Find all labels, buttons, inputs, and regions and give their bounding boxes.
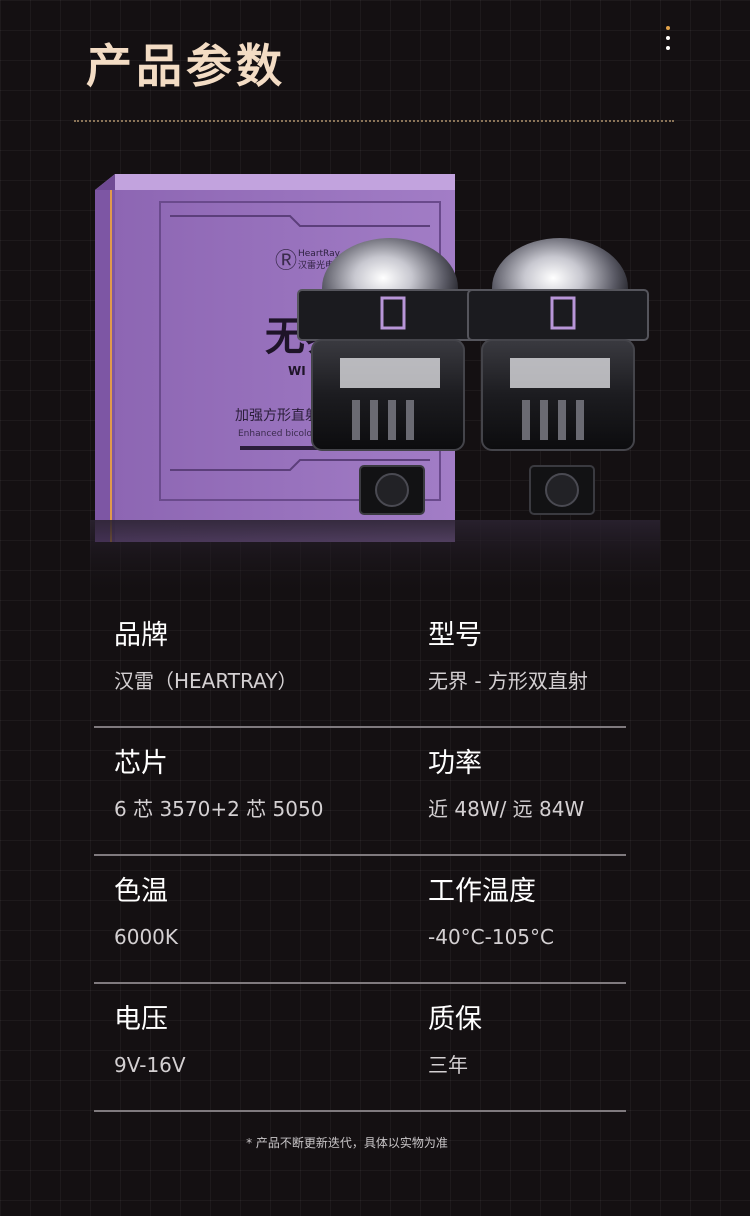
spec-value: 无界 - 方形双直射 [428, 669, 588, 693]
product-image: Ⓡ HeartRay 汉雷光电 无界 WI 加强方形直射 Enhanced bi… [90, 170, 660, 600]
spec-row: 芯片 6 芯 3570+2 芯 5050 功率 近 48W/ 远 84W [94, 728, 626, 856]
spec-label: 品牌 [114, 620, 168, 651]
spec-label: 芯片 [114, 748, 168, 779]
svg-text:加强方形直射: 加强方形直射 [235, 407, 319, 424]
spec-brand: 品牌 汉雷（HEARTRAY） [114, 618, 297, 695]
page-title: 产品参数 [86, 39, 286, 93]
svg-text:汉雷光电: 汉雷光电 [298, 259, 334, 271]
spec-color-temp: 色温 6000K [114, 874, 178, 951]
title-divider [74, 120, 674, 122]
more-options-icon[interactable] [664, 26, 672, 56]
spec-label: 功率 [428, 748, 482, 779]
footnote: * 产品不断更新迭代，具体以实物为准 [246, 1136, 448, 1150]
svg-text:WI: WI [288, 364, 306, 378]
spec-power: 功率 近 48W/ 远 84W [428, 746, 584, 823]
spec-label: 质保 [428, 1004, 482, 1035]
spec-value: 汉雷（HEARTRAY） [114, 669, 298, 693]
spec-value: 三年 [428, 1053, 468, 1077]
spec-row: 电压 9V-16V 质保 三年 [94, 984, 626, 1112]
spec-label: 色温 [114, 876, 168, 907]
spec-operating-temp: 工作温度 -40°C-105°C [428, 874, 554, 951]
spec-voltage: 电压 9V-16V [114, 1002, 186, 1079]
spec-model: 型号 无界 - 方形双直射 [428, 618, 588, 695]
svg-text:HeartRay: HeartRay [298, 249, 341, 259]
svg-text:Ⓡ: Ⓡ [275, 249, 297, 274]
spec-label: 型号 [428, 620, 482, 651]
spec-value: 近 48W/ 远 84W [428, 797, 585, 821]
spec-value: 6 芯 3570+2 芯 5050 [114, 797, 324, 821]
projector-right [467, 238, 649, 515]
spec-label: 电压 [114, 1004, 168, 1035]
spec-value: -40°C-105°C [428, 925, 554, 949]
svg-text:Enhanced bicolor: Enhanced bicolor [238, 429, 316, 439]
projector-left [297, 238, 479, 515]
spec-chip: 芯片 6 芯 3570+2 芯 5050 [114, 746, 323, 823]
spec-warranty: 质保 三年 [428, 1002, 482, 1079]
spec-value: 9V-16V [114, 1053, 186, 1077]
spec-row: 品牌 汉雷（HEARTRAY） 型号 无界 - 方形双直射 [94, 600, 626, 728]
spec-table: 品牌 汉雷（HEARTRAY） 型号 无界 - 方形双直射 芯片 6 芯 357… [94, 600, 626, 1112]
spec-row: 色温 6000K 工作温度 -40°C-105°C [94, 856, 626, 984]
spec-value: 6000K [114, 925, 179, 949]
spec-label: 工作温度 [428, 876, 536, 907]
